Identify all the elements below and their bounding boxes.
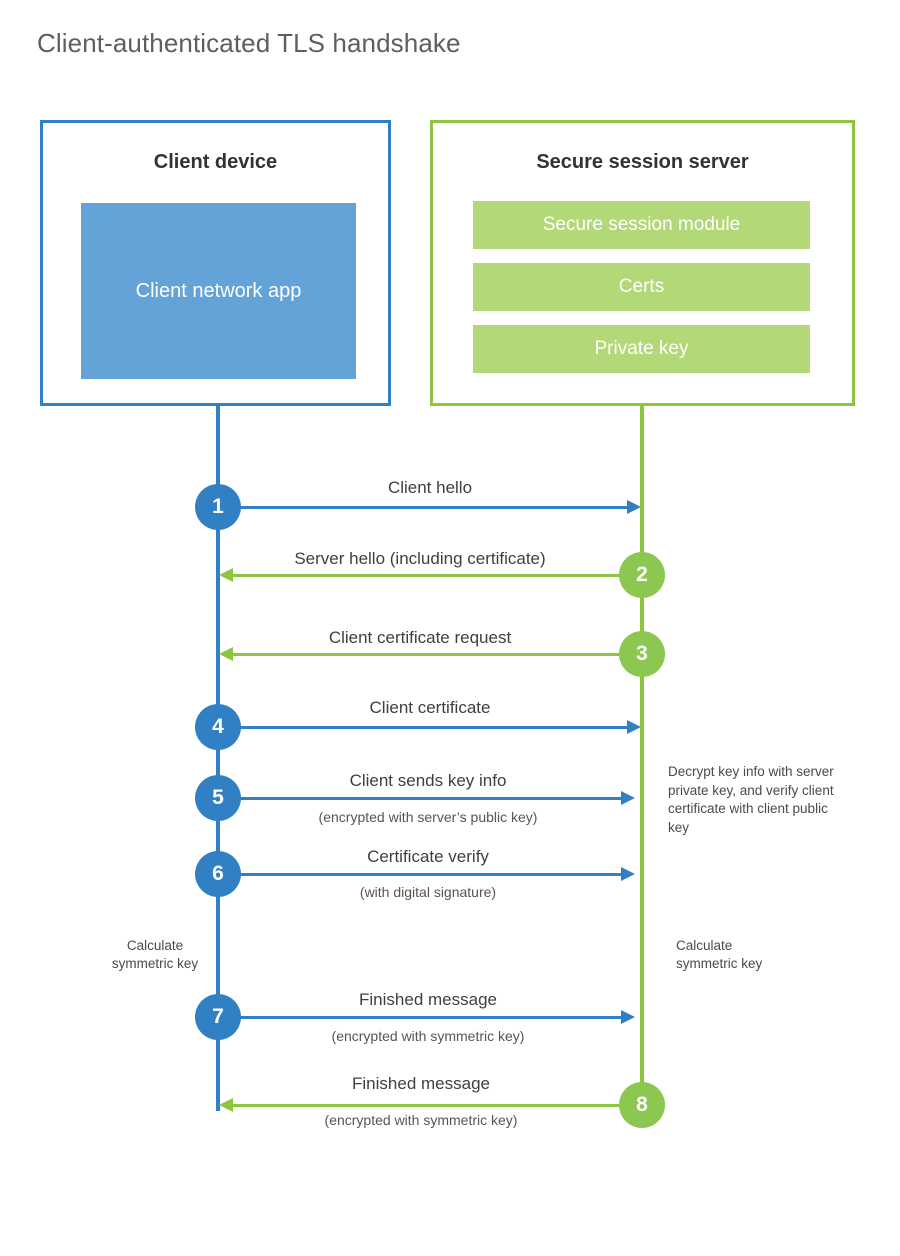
actor-box-client-device: Client device Client network app (40, 120, 391, 406)
arrowhead-left-icon (219, 568, 233, 582)
message-sublabel-8: (encrypted with symmetric key) (324, 1112, 518, 1128)
arrowhead-right-icon (621, 1010, 635, 1024)
note-server-calculate-line2: symmetric key (676, 956, 763, 971)
message-arrow-2 (219, 568, 630, 582)
note-server-calculate-line1: Calculate (676, 938, 733, 953)
message-sublabel-7: (encrypted with symmetric key) (331, 1028, 525, 1044)
step-marker-6[interactable]: 6 (195, 851, 241, 897)
actor-title-client: Client device (153, 151, 278, 173)
message-label-8: Finished message (352, 1074, 490, 1093)
step-marker-1[interactable]: 1 (195, 484, 241, 530)
component-client-network-app: Client network app (81, 203, 356, 379)
arrowhead-right-icon (627, 720, 641, 734)
message-sublabel-6: (with digital signature) (359, 884, 497, 900)
message-label-5: Client sends key info (349, 771, 507, 790)
arrowhead-right-icon (621, 791, 635, 805)
message-arrow-8 (219, 1098, 622, 1112)
component-certs: Certs (473, 263, 810, 311)
message-label-7: Finished message (359, 990, 497, 1009)
message-arrow-4 (218, 720, 641, 734)
note-client-calculate-line1: Calculate (126, 938, 184, 953)
message-arrow-6 (218, 867, 635, 881)
step-marker-5[interactable]: 5 (195, 775, 241, 821)
message-arrow-3 (219, 647, 630, 661)
lifeline-client (216, 405, 220, 1111)
message-label-4: Client certificate (369, 698, 491, 717)
step-marker-3[interactable]: 3 (619, 631, 665, 677)
component-private-key: Private key (473, 325, 810, 373)
message-arrow-1 (218, 500, 641, 514)
note-client-calculate-line2: symmetric key (111, 956, 199, 971)
arrowhead-right-icon (627, 500, 641, 514)
message-label-3: Client certificate request (328, 628, 512, 647)
step-marker-4[interactable]: 4 (195, 704, 241, 750)
component-secure-session-module: Secure session module (473, 201, 810, 249)
step-marker-8[interactable]: 8 (619, 1082, 665, 1128)
message-label-2: Server hello (including certificate) (294, 549, 546, 568)
page-title: Client-authenticated TLS handshake (37, 28, 461, 58)
arrowhead-left-icon (219, 1098, 233, 1112)
message-label-6: Certificate verify (367, 847, 489, 866)
step-marker-2[interactable]: 2 (619, 552, 665, 598)
arrowhead-right-icon (621, 867, 635, 881)
message-arrow-5 (218, 791, 635, 805)
message-sublabel-5: (encrypted with server’s public key) (318, 809, 538, 825)
message-arrow-7 (218, 1010, 635, 1024)
actor-title-server: Secure session server (536, 151, 749, 173)
note-server-decrypt: Decrypt key info with server private key… (668, 764, 834, 835)
arrowhead-left-icon (219, 647, 233, 661)
step-marker-7[interactable]: 7 (195, 994, 241, 1040)
message-label-1: Client hello (387, 478, 473, 497)
lifeline-server (640, 405, 644, 1105)
actor-box-secure-session-server: Secure session server Secure session mod… (430, 120, 855, 406)
